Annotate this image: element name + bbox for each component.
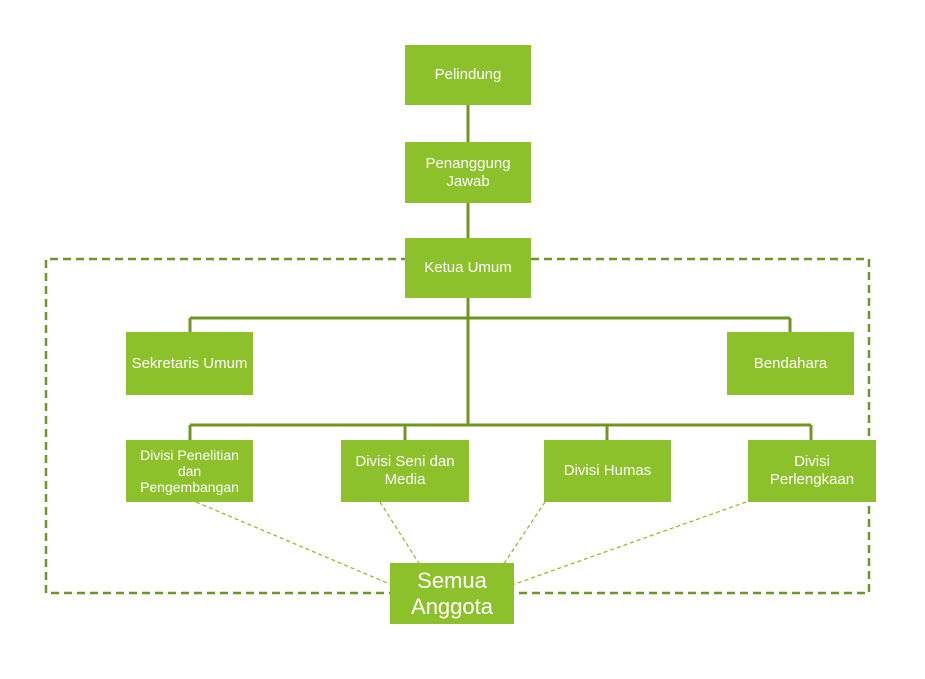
dashed-link-humas-anggota	[502, 501, 546, 566]
node-semua-anggota-label: Semua Anggota	[411, 567, 493, 619]
node-sekretaris-umum-label: Sekretaris Umum	[131, 354, 248, 372]
dashed-link-penelitian-anggota	[195, 501, 393, 586]
node-divisi-penelitian-label: Divisi Penelitian dan Pengembangan	[140, 447, 239, 495]
node-pelindung: Pelindung	[405, 45, 531, 105]
node-bendahara-label: Bendahara	[753, 354, 828, 372]
node-divisi-perlengkapan: Divisi Perlengkaan	[748, 440, 876, 502]
node-divisi-seni: Divisi Seni dan Media	[341, 440, 469, 502]
node-divisi-humas: Divisi Humas	[544, 440, 671, 502]
dashed-link-seni-anggota	[379, 501, 421, 566]
dashed-link-perlengkapan-anggota	[511, 501, 747, 586]
node-divisi-humas-label: Divisi Humas	[563, 462, 652, 479]
node-divisi-seni-label: Divisi Seni dan Media	[355, 453, 455, 488]
node-ketua-umum: Ketua Umum	[405, 238, 531, 298]
node-divisi-penelitian: Divisi Penelitian dan Pengembangan	[126, 440, 253, 502]
node-bendahara: Bendahara	[727, 332, 854, 395]
node-penanggung-jawab: Penanggung Jawab	[405, 142, 531, 203]
node-semua-anggota: Semua Anggota	[390, 563, 514, 624]
node-penanggung-jawab-label: Penanggung Jawab	[425, 154, 511, 190]
node-divisi-perlengkapan-label: Divisi Perlengkaan	[769, 453, 855, 488]
node-sekretaris-umum: Sekretaris Umum	[126, 332, 253, 395]
node-pelindung-label: Pelindung	[434, 66, 502, 83]
node-ketua-umum-label: Ketua Umum	[424, 259, 512, 276]
